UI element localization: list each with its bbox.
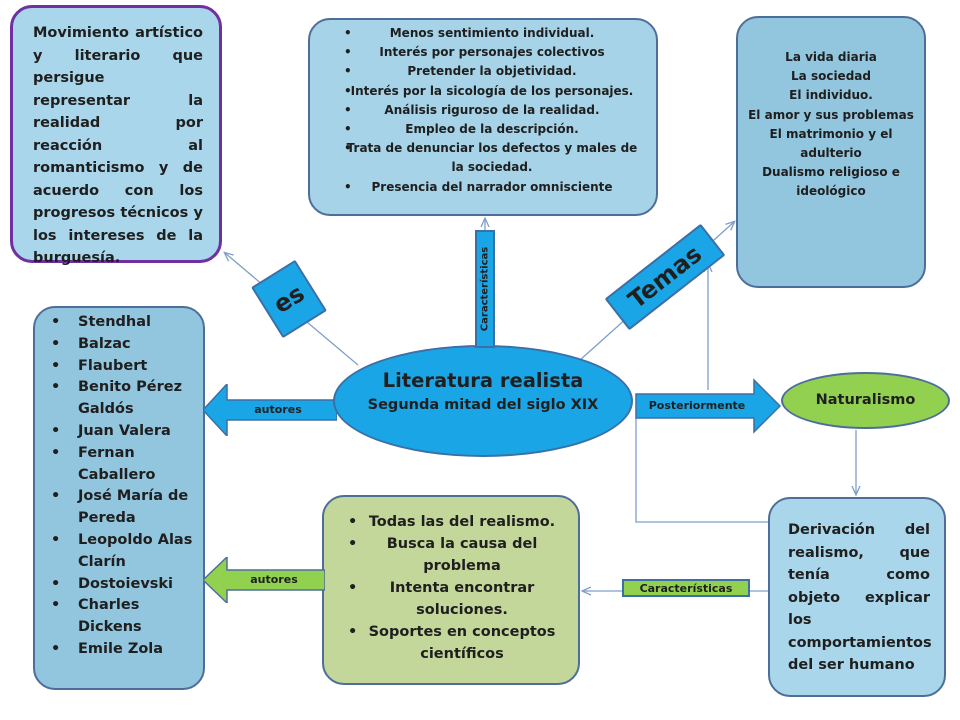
list-item: Juan Valera [35, 421, 197, 443]
list-item: Presencia del narrador omnisciente [324, 178, 646, 197]
list-item: Leopoldo Alas Clarín [35, 530, 197, 574]
autores-arrow-bottom [203, 557, 325, 603]
theme-item: El amor y sus problemas [748, 107, 914, 122]
definition-box: Movimiento artístico y literario que per… [10, 5, 222, 266]
list-item: Flaubert [35, 356, 197, 378]
theme-item: La sociedad [791, 69, 871, 84]
main-topic-title: Literatura realista [382, 369, 584, 392]
list-item: Intenta encontrar soluciones. [334, 577, 568, 621]
list-item: Stendhal [35, 312, 197, 334]
characteristics-list: Menos sentimiento individual. Interés po… [324, 24, 646, 197]
authors-box: Stendhal Balzac Flaubert Benito Pérez Ga… [33, 306, 205, 690]
list-item: Balzac [35, 334, 197, 356]
definition-text: Movimiento artístico y literario que per… [33, 25, 203, 266]
themes-box: La vida diaria La sociedad El individuo.… [736, 16, 926, 288]
list-item: Interés por personajes colectivos [324, 43, 646, 62]
caracteristicas-label-text: Características [479, 246, 491, 332]
naturalismo-characteristics-list: Todas las del realismo. Busca la causa d… [334, 511, 568, 665]
theme-item: El individuo. [789, 88, 873, 103]
list-item: Pretender la objetividad. [324, 62, 646, 81]
list-item: Charles Dickens [35, 595, 197, 639]
list-item: Emile Zola [35, 639, 197, 661]
posteriormente-arrow [635, 378, 782, 434]
list-item: Empleo de la descripción. [324, 120, 646, 139]
list-item: Menos sentimiento individual. [324, 24, 646, 43]
naturalismo-node: Naturalismo [781, 372, 950, 429]
autores-arrow-top [203, 384, 337, 436]
posteriormente-label: Posteriormente [648, 399, 746, 412]
list-item: Benito Pérez Galdós [35, 377, 197, 421]
autores-label-bottom: autores [250, 573, 298, 586]
main-topic-node: Literatura realista Segunda mitad del si… [333, 345, 633, 457]
list-item: Fernan Caballero [35, 443, 197, 487]
theme-item: Dualismo religioso e ideológico [762, 165, 900, 199]
characteristics-box: Menos sentimiento individual. Interés po… [308, 18, 658, 216]
theme-item: La vida diaria [785, 50, 877, 64]
list-item: Todas las del realismo. [334, 511, 568, 533]
naturalismo-label: Naturalismo [815, 392, 916, 408]
caracteristicas-label: Características [475, 230, 495, 348]
autores-label-top: autores [254, 403, 302, 416]
theme-item: El matrimonio y el adulterio [769, 126, 893, 161]
list-item: Dostoievski [35, 574, 197, 596]
derivation-text: Derivación del realismo, que tenía como … [788, 522, 932, 673]
list-item: Análisis riguroso de la realidad. [324, 101, 646, 120]
authors-list: Stendhal Balzac Flaubert Benito Pérez Ga… [35, 312, 197, 661]
list-item: Busca la causa del problema [334, 533, 568, 577]
caracteristicas-label-naturalismo: Características [622, 579, 750, 597]
list-item: Trata de denunciar los defectos y males … [324, 139, 646, 177]
naturalismo-characteristics-box: Todas las del realismo. Busca la causa d… [322, 495, 580, 685]
list-item: José María de Pereda [35, 486, 197, 530]
main-topic-subtitle: Segunda mitad del siglo XIX [367, 397, 599, 413]
list-item: Interés por la sicología de los personaj… [324, 82, 646, 101]
derivation-box: Derivación del realismo, que tenía como … [768, 497, 946, 697]
list-item: Soportes en conceptos científicos [334, 621, 568, 665]
